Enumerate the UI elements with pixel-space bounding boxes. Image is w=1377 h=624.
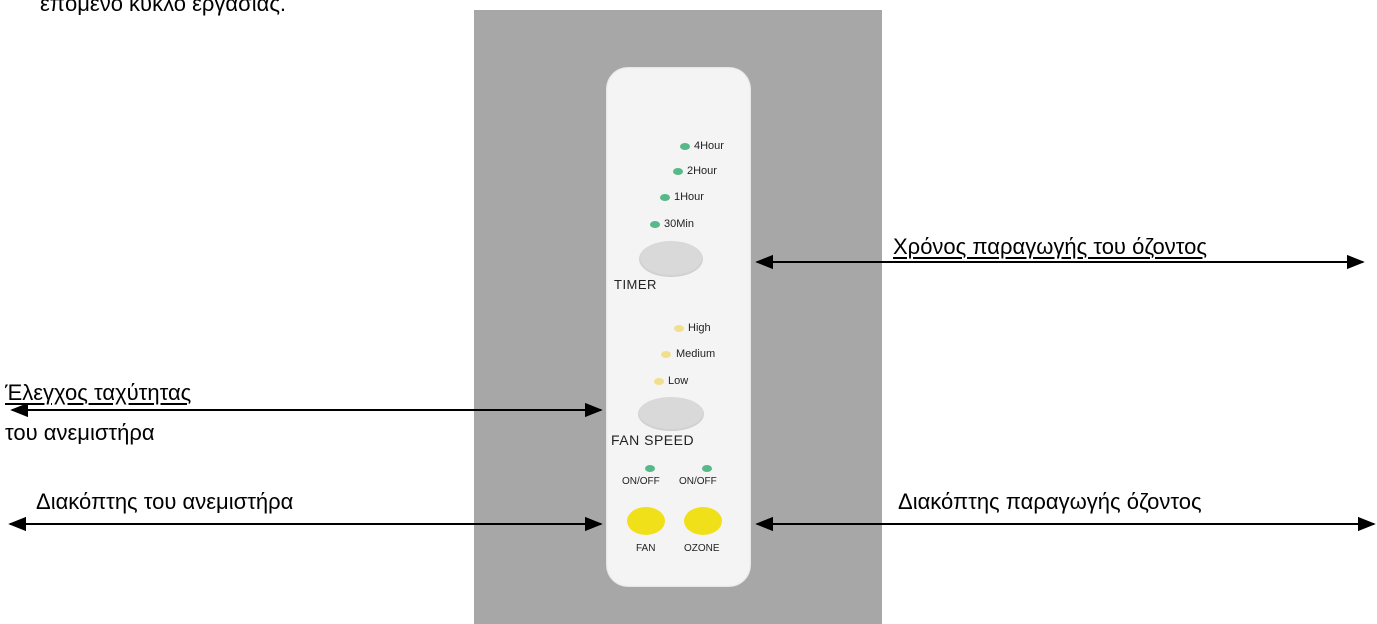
led-medium-indicator [661,351,671,358]
led-label-medium: Medium [676,348,716,360]
ozone-button-label: OZONE [684,543,720,554]
annotation-fan-speed-line1: Έλεγχος ταχύτητας [5,380,192,405]
annotation-fan-speed-line2: του ανεμιστήρα [5,420,155,445]
control-panel-faceplate: 4Hour 2Hour 1Hour 30Min TIMER High Mediu… [606,67,751,587]
intro-text-fragment: επόμενο κύκλο εργασίας. [40,0,287,16]
fan-onoff-led [645,465,655,472]
fan-button-label: FAN [636,543,656,554]
led-30min-indicator [650,221,660,228]
led-label-30min: 30Min [664,218,694,230]
fan-speed-label: FAN SPEED [611,432,695,448]
led-1hour-indicator [660,194,670,201]
led-label-2hour: 2Hour [687,165,717,177]
timer-button[interactable] [639,241,703,277]
ozone-onoff-led [702,465,712,472]
fan-onoff-label: ON/OFF [622,476,660,487]
led-label-low: Low [668,375,689,387]
annotation-fan-switch: Διακόπτης του ανεμιστήρα [36,489,294,514]
led-high-indicator [674,325,684,332]
led-label-high: High [688,322,711,334]
ozone-power-button[interactable] [684,507,722,535]
timer-label: TIMER [614,277,657,292]
led-label-1hour: 1Hour [674,191,704,203]
led-4hour-indicator [680,143,690,150]
annotation-ozone-switch: Διακόπτης παραγωγής όζοντος [898,489,1202,514]
led-2hour-indicator [673,168,683,175]
led-label-4hour: 4Hour [694,140,724,152]
ozone-onoff-label: ON/OFF [679,476,717,487]
led-low-indicator [654,378,664,385]
fan-speed-button[interactable] [638,397,704,431]
fan-power-button[interactable] [627,507,665,535]
